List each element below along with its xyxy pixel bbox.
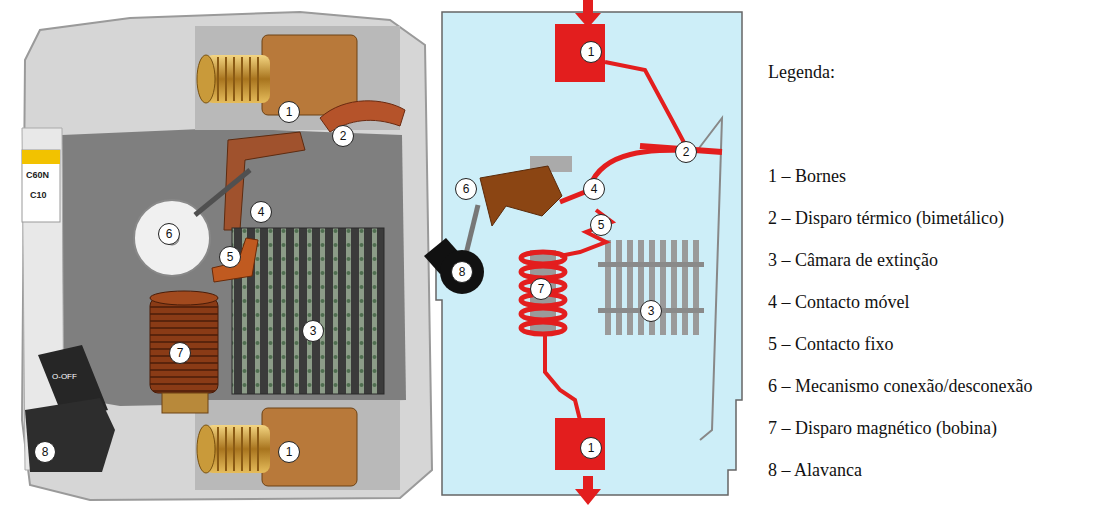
legend-entry: 1 – Bornes xyxy=(768,166,846,187)
housing-cavity xyxy=(62,128,406,406)
handle-hub xyxy=(440,250,484,294)
bottom-cavity xyxy=(195,400,400,490)
mechanism-lever xyxy=(480,166,562,226)
terminal-block xyxy=(555,24,605,82)
screw-head xyxy=(197,55,215,103)
callout-number: 7 xyxy=(530,278,552,300)
callout-number: 1 xyxy=(580,41,602,63)
screw-head xyxy=(197,425,215,473)
legend-entry: 4 – Contacto móvel xyxy=(768,292,909,313)
coil-turns xyxy=(521,252,565,334)
callout-number: 8 xyxy=(34,441,56,463)
breaker-cutaway xyxy=(22,12,432,500)
link-rod xyxy=(466,205,478,254)
bimetal-strip xyxy=(320,101,405,132)
current-arrow-shaft xyxy=(583,0,593,14)
schematic-housing xyxy=(436,12,742,495)
arc-chamber xyxy=(603,240,700,335)
callout-number: 3 xyxy=(640,300,662,322)
housing xyxy=(22,12,432,500)
legend-entry: 7 – Disparo magnético (bobina) xyxy=(768,418,997,439)
legend-entry: 2 – Disparo térmico (bimetálico) xyxy=(768,208,1004,229)
label-strip xyxy=(22,150,60,222)
arc-chamber-rail xyxy=(598,262,704,267)
current-arrow-head xyxy=(575,13,601,28)
moving-contact-arm xyxy=(195,170,250,215)
device-marking: O-OFF xyxy=(52,372,77,381)
callout-number: 7 xyxy=(169,342,191,364)
device-marking: C60N xyxy=(26,170,49,180)
callout-number: 3 xyxy=(302,320,324,342)
lever-base xyxy=(25,398,115,472)
fixed-contact xyxy=(212,238,258,282)
bottom-terminal xyxy=(262,408,357,486)
callout-number: 5 xyxy=(590,214,612,236)
label-band xyxy=(22,150,60,164)
callout-number: 1 xyxy=(278,441,300,463)
coil-core xyxy=(162,393,208,413)
legend-heading: Legenda: xyxy=(768,62,835,83)
callout-number: 1 xyxy=(580,437,602,459)
callout-number: 8 xyxy=(451,261,473,283)
top-terminal xyxy=(262,35,357,115)
fixed-contact xyxy=(560,210,612,256)
legend-entry: 5 – Contacto fixo xyxy=(768,334,893,355)
callout-number: 4 xyxy=(250,201,272,223)
screw-thread xyxy=(218,57,258,101)
device-marking: C10 xyxy=(30,190,47,200)
callout-number: 1 xyxy=(278,101,300,123)
current-arrow-shaft xyxy=(583,476,593,490)
current-arrow-head xyxy=(575,489,601,505)
legend-entry: 6 – Mecanismo conexão/desconexão xyxy=(768,376,1032,397)
conductor xyxy=(605,62,688,150)
callout-number: 2 xyxy=(332,125,354,147)
screw-thread xyxy=(218,427,258,471)
coil-rim xyxy=(150,291,218,305)
callout-number: 2 xyxy=(675,141,697,163)
breaker-schematic xyxy=(424,0,742,505)
terminal-block xyxy=(555,418,605,470)
callout-number: 6 xyxy=(158,223,180,245)
callout-number: 6 xyxy=(455,178,477,200)
legend-entry: 8 – Alavanca xyxy=(768,460,862,481)
callout-number: 5 xyxy=(219,246,241,268)
magnetic-coil xyxy=(150,298,218,393)
legend-entry: 3 – Câmara de extinção xyxy=(768,250,938,271)
callout-number: 4 xyxy=(583,178,605,200)
conductor xyxy=(545,334,580,420)
